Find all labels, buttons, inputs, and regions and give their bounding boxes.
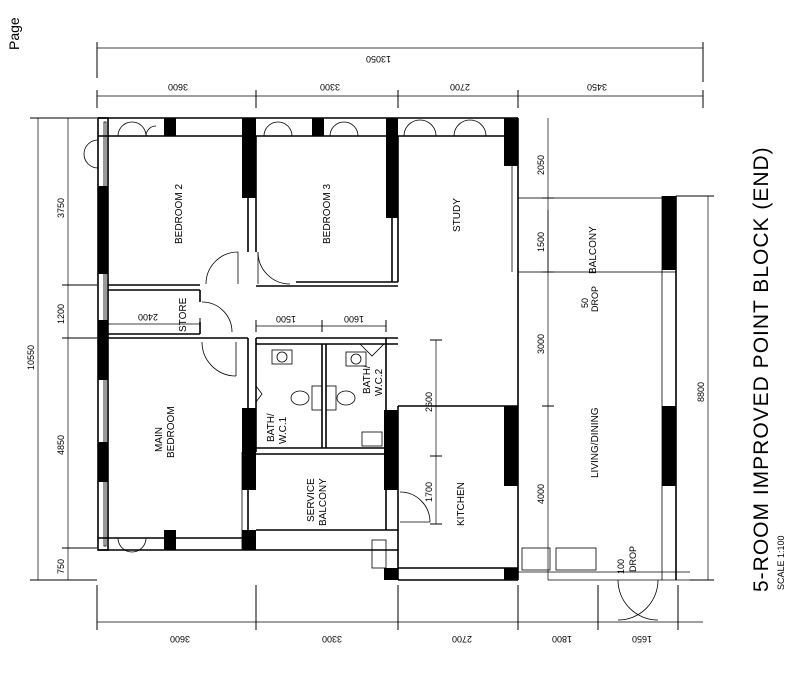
plan-scale: SCALE 1:100 (776, 535, 786, 590)
dim-store-2400: 2400 (138, 312, 158, 322)
label-living-dining: LIVING/DINING (590, 407, 601, 478)
dim-left-4: 750 (56, 559, 66, 574)
dim-left-1: 3750 (56, 198, 66, 218)
label-service: SERVICE (306, 478, 317, 522)
label-bedroom-3: BEDROOM 3 (322, 184, 333, 244)
label-main-bedroom: BEDROOM (166, 406, 177, 458)
label-bath-2b: W.C.2 (374, 368, 385, 396)
top-dimensions: 13050 3600 3300 2700 3450 (96, 42, 704, 108)
label-kitchen: KITCHEN (456, 482, 467, 526)
label-drop-50: 50 (580, 298, 590, 308)
label-study: STUDY (452, 198, 463, 232)
dim-inner-4000: 4000 (536, 484, 546, 504)
label-service-balcony: BALCONY (318, 478, 329, 526)
dim-bottom-5: 1650 (632, 634, 652, 644)
dim-left-2: 1200 (56, 304, 66, 324)
label-bath-1a: BATH/ (266, 413, 277, 442)
label-balcony: BALCONY (588, 226, 599, 274)
dim-inner-1500: 1500 (536, 232, 546, 252)
dim-top-total: 13050 (366, 54, 391, 64)
dim-left-3: 4850 (56, 435, 66, 455)
dim-bath-1600: 1600 (344, 314, 364, 324)
label-bath-1b: W.C.1 (278, 416, 289, 444)
left-dimensions: 10550 3750 1200 4850 750 (26, 117, 97, 581)
inner-dimensions: 2050 1500 3000 4000 2600 1700 1500 1600 … (107, 118, 554, 580)
label-store: STORE (178, 297, 189, 332)
label-drop-100-text: DROP (628, 546, 638, 572)
dim-bottom-4: 1800 (552, 634, 572, 644)
label-bath-2a: BATH/ (362, 365, 373, 394)
dim-bath-1500: 1500 (276, 314, 296, 324)
columns (98, 118, 676, 580)
dim-bottom-2: 3300 (322, 634, 342, 644)
dim-right-8800: 8800 (696, 382, 706, 402)
dim-top-3: 2700 (450, 82, 470, 92)
dim-bottom-3: 2700 (452, 634, 472, 644)
dim-inner-3000: 3000 (536, 334, 546, 354)
label-bedroom-2: BEDROOM 2 (174, 184, 185, 244)
fixtures (255, 210, 597, 571)
label-main: MAIN (154, 427, 165, 452)
label-drop-100: 100 (616, 559, 626, 574)
room-labels: BEDROOM 2 BEDROOM 3 STUDY BALCONY STORE … (154, 184, 638, 574)
dim-top-2: 3300 (320, 82, 340, 92)
dim-kitchen-1700: 1700 (424, 482, 434, 502)
dim-inner-2050: 2050 (536, 155, 546, 175)
plan-title: 5-ROOM IMPROVED POINT BLOCK (END) (750, 146, 773, 592)
dim-bottom-1: 3600 (170, 634, 190, 644)
bottom-dimensions: 3600 3300 2700 1800 1650 (96, 585, 703, 644)
page-label: Page (6, 17, 22, 50)
dim-top-1: 3600 (168, 82, 188, 92)
dim-top-4: 3450 (587, 82, 607, 92)
dim-bath-2600: 2600 (424, 392, 434, 412)
label-drop-50-text: DROP (590, 286, 600, 312)
doors-windows (83, 119, 659, 621)
right-dimension: 8800 (676, 195, 714, 581)
dim-left-total: 10550 (26, 345, 36, 370)
